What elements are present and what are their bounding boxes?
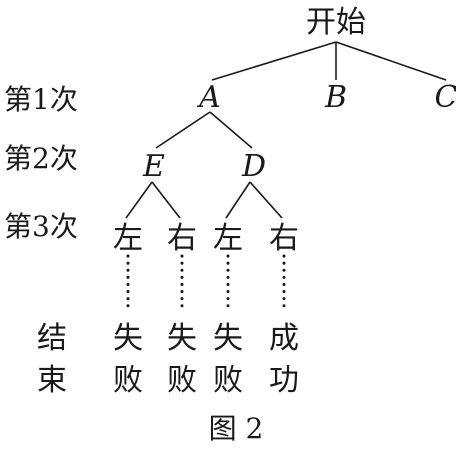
edge-a-d — [209, 111, 253, 149]
outcome-1-bottom: 败 — [113, 363, 143, 398]
figure-caption: 图 2 — [209, 412, 264, 445]
end-label-top: 结 — [37, 321, 67, 356]
edge-e-right — [151, 181, 181, 219]
edge-e-left — [125, 181, 153, 219]
edge-d-left — [225, 181, 251, 219]
outcome-2-top: 失 — [167, 321, 197, 356]
node-right-1: 右 — [167, 221, 197, 256]
edge-root-a — [211, 41, 337, 81]
edge-root-c — [335, 41, 447, 81]
end-label-bottom: 束 — [37, 363, 67, 398]
outcome-3-bottom: 败 — [213, 363, 243, 398]
node-d: D — [241, 149, 266, 184]
node-left-1: 左 — [113, 221, 143, 256]
edge-d-right — [249, 181, 283, 219]
row-label-1: 第1次 — [4, 83, 78, 116]
node-right-2: 右 — [269, 221, 299, 256]
outcome-4-bottom: 功 — [269, 363, 299, 398]
edge-a-e — [155, 111, 211, 149]
node-c: C — [435, 80, 456, 115]
outcome-1-top: 失 — [113, 321, 143, 356]
root-node: 开始 — [306, 5, 366, 40]
outcome-4-top: 成 — [269, 321, 299, 356]
row-label-3: 第3次 — [4, 210, 78, 243]
outcome-3-top: 失 — [213, 321, 243, 356]
outcome-2-bottom: 败 — [167, 363, 197, 398]
node-e: E — [142, 149, 165, 184]
node-b: B — [324, 80, 347, 115]
row-label-2: 第2次 — [4, 142, 78, 175]
node-left-2: 左 — [213, 221, 243, 256]
node-a: A — [196, 80, 221, 115]
